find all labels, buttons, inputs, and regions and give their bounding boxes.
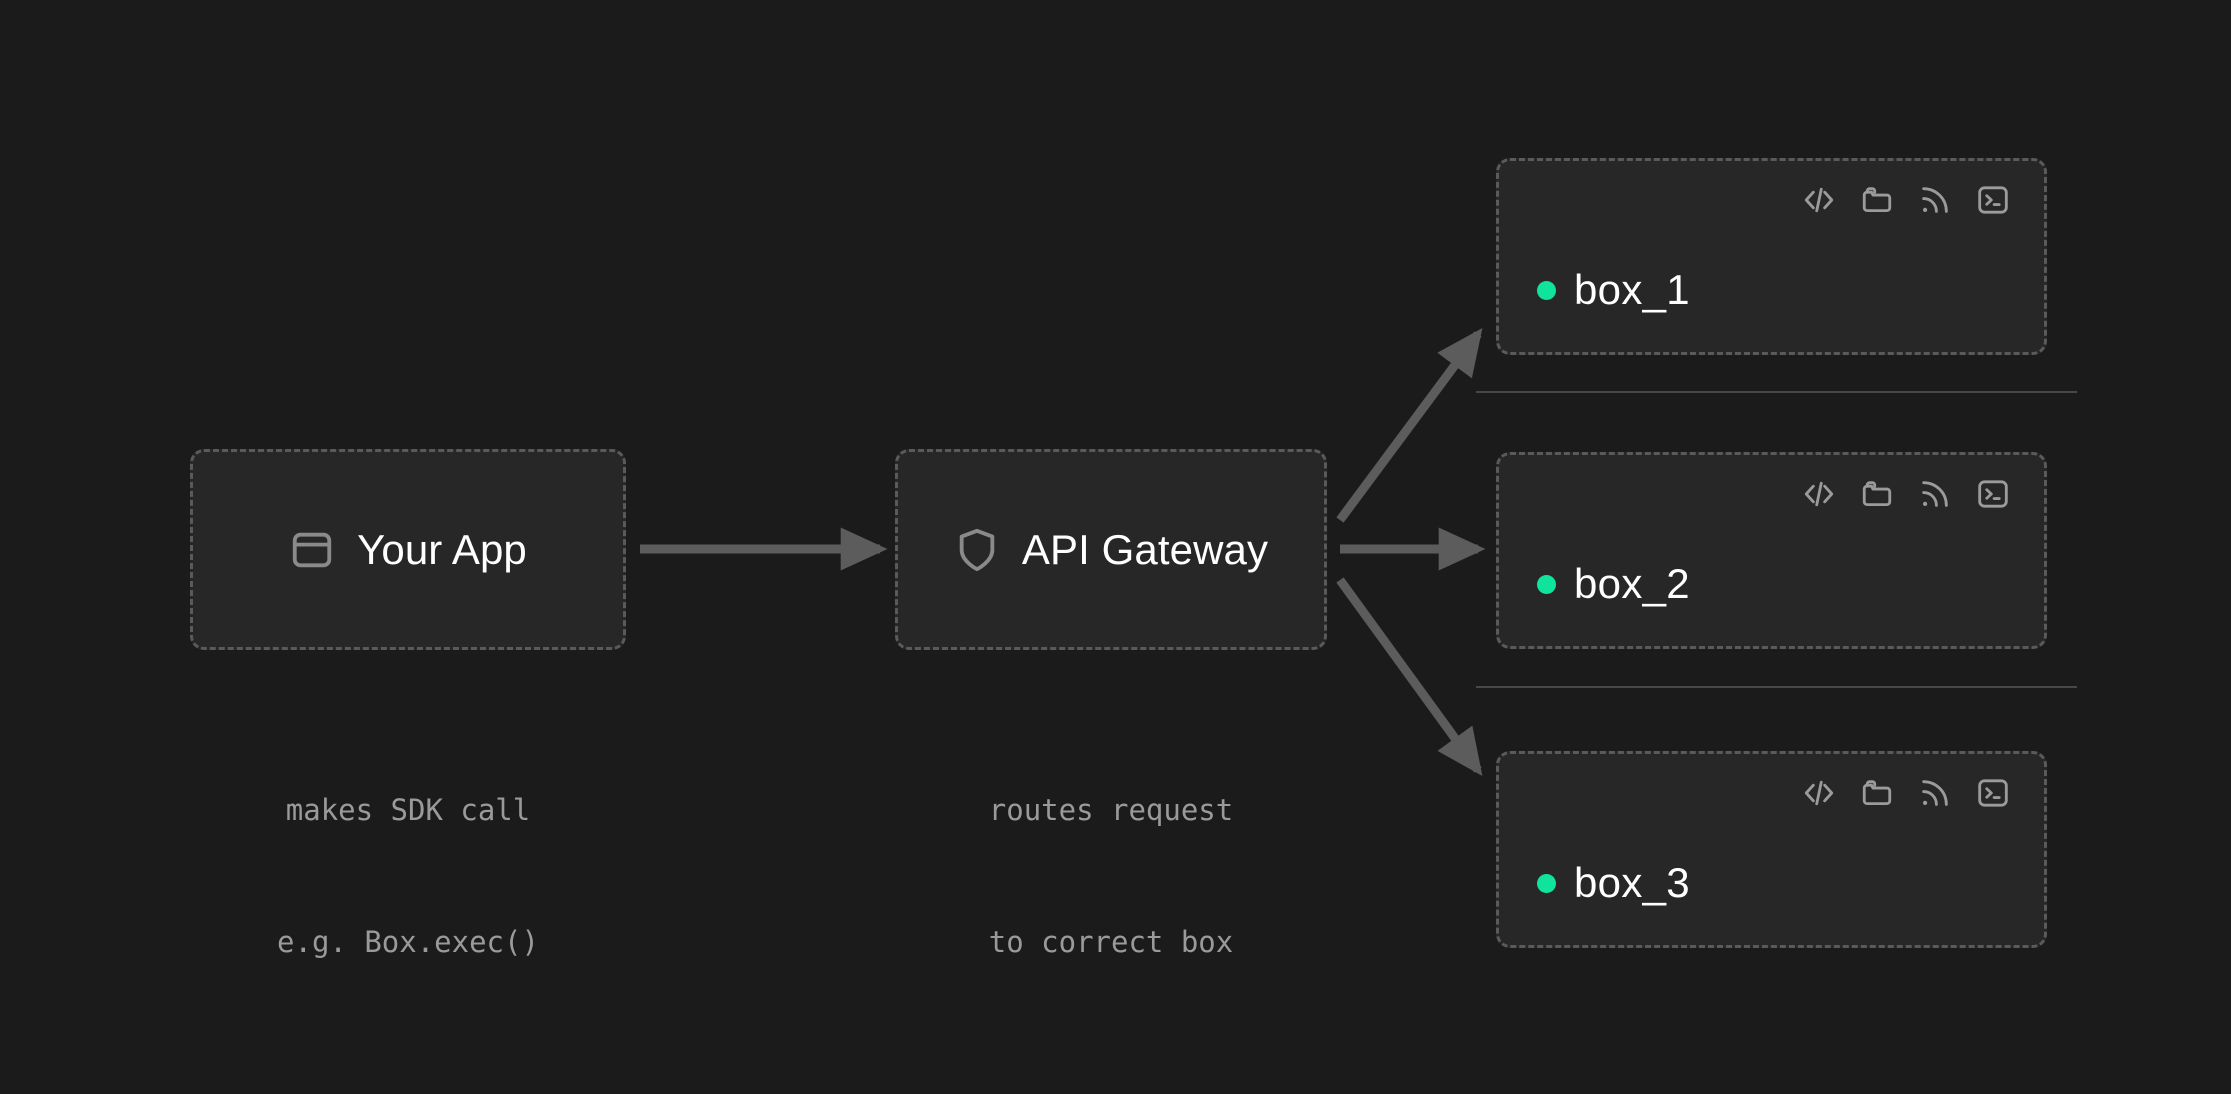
panel-top-icon	[292, 532, 332, 567]
rss-icon[interactable]	[1918, 477, 1952, 511]
code-icon[interactable]	[1802, 477, 1836, 511]
box-name-row: box_3	[1537, 862, 1690, 904]
node-api-gateway-label: API Gateway	[1021, 525, 1269, 573]
caption-your-app: makes SDK call e.g. Box.exec()	[190, 700, 626, 1053]
terminal-icon[interactable]	[1976, 776, 2010, 810]
box-name: box_1	[1574, 266, 1690, 313]
rss-icon[interactable]	[1918, 183, 1952, 217]
node-api-gateway[interactable]: API Gateway	[895, 449, 1327, 650]
terminal-icon[interactable]	[1976, 183, 2010, 217]
box-card[interactable]: box_2	[1496, 452, 2047, 649]
box-name-row: box_2	[1537, 563, 1690, 605]
caption-api-gateway-line-1: routes request	[988, 793, 1234, 828]
folder-icon[interactable]	[1860, 477, 1894, 511]
box-separator	[1476, 686, 2077, 688]
box-separator	[1476, 391, 2077, 393]
shield-icon	[959, 528, 995, 571]
rss-icon[interactable]	[1918, 776, 1952, 810]
node-your-app-label: Your App	[357, 525, 527, 573]
folder-icon[interactable]	[1860, 183, 1894, 217]
status-dot	[1537, 280, 1556, 300]
caption-your-app-line-1: makes SDK call	[285, 793, 531, 828]
box-toolbar	[1802, 776, 2010, 810]
node-your-app[interactable]: Your App	[190, 449, 626, 650]
box-toolbar	[1802, 477, 2010, 511]
code-icon[interactable]	[1802, 183, 1836, 217]
box-card[interactable]: box_1	[1496, 158, 2047, 355]
caption-api-gateway: routes request to correct box	[895, 700, 1327, 1053]
code-icon[interactable]	[1802, 776, 1836, 810]
caption-api-gateway-line-2: to correct box	[988, 925, 1234, 960]
box-name: box_3	[1574, 859, 1690, 906]
connector-gateway-to-box-1	[1336, 327, 1483, 523]
box-name-row: box_1	[1537, 269, 1690, 311]
connector-gateway-to-box-3	[1336, 577, 1483, 777]
status-dot	[1537, 873, 1556, 893]
box-card[interactable]: box_3	[1496, 751, 2047, 948]
terminal-icon[interactable]	[1976, 477, 2010, 511]
folder-icon[interactable]	[1860, 776, 1894, 810]
status-dot	[1537, 574, 1556, 594]
box-toolbar	[1802, 183, 2010, 217]
box-name: box_2	[1574, 560, 1690, 607]
caption-your-app-line-2: e.g. Box.exec()	[277, 925, 539, 960]
